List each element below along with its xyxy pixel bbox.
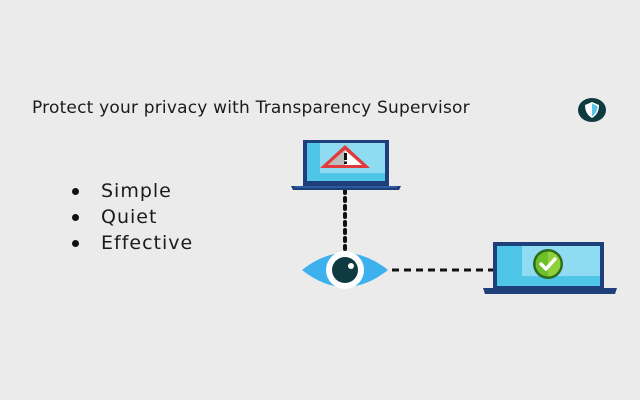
eye-icon	[302, 251, 388, 289]
feature-list: Simple Quiet Effective	[72, 178, 193, 256]
feature-item: Quiet	[72, 204, 193, 230]
feature-item: Effective	[72, 230, 193, 256]
feature-item: Simple	[72, 178, 193, 204]
page-title: Protect your privacy with Transparency S…	[32, 98, 470, 118]
shield-icon	[578, 98, 606, 122]
laptop-check-icon	[483, 242, 617, 294]
laptop-warning-icon	[291, 140, 401, 190]
